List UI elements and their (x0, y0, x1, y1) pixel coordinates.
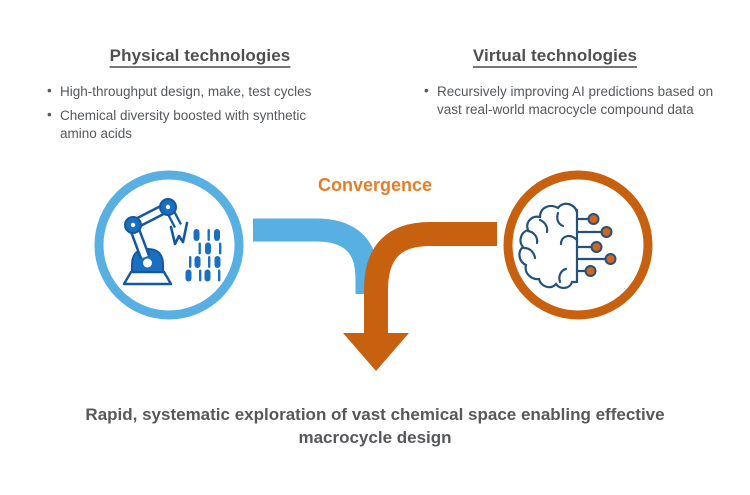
bullet-item: Recursively improving AI predictions bas… (424, 82, 736, 119)
convergence-label: Convergence (317, 175, 433, 195)
binary-pattern (185, 229, 222, 282)
ai-brain-circuit-icon (518, 202, 617, 289)
robot-arm-icon (122, 198, 222, 286)
bullet-item: Chemical diversity boosted with syntheti… (47, 106, 339, 143)
physical-technologies-bullets: High-throughput design, make, test cycle… (47, 82, 339, 149)
bullet-item: High-throughput design, make, test cycle… (47, 82, 339, 101)
physical-technologies-heading: Physical technologies (109, 46, 291, 65)
left-circle-ring (94, 170, 244, 320)
virtual-technologies-heading: Virtual technologies (472, 46, 638, 65)
circuit-nodes (584, 213, 617, 277)
diagram-caption: Rapid, systematic exploration of vast ch… (85, 405, 665, 447)
virtual-technologies-bullets: Recursively improving AI predictions bas… (424, 82, 736, 125)
arrowhead-icon (343, 333, 409, 371)
orange-arrow (364, 222, 497, 336)
blue-arrow (253, 218, 379, 294)
